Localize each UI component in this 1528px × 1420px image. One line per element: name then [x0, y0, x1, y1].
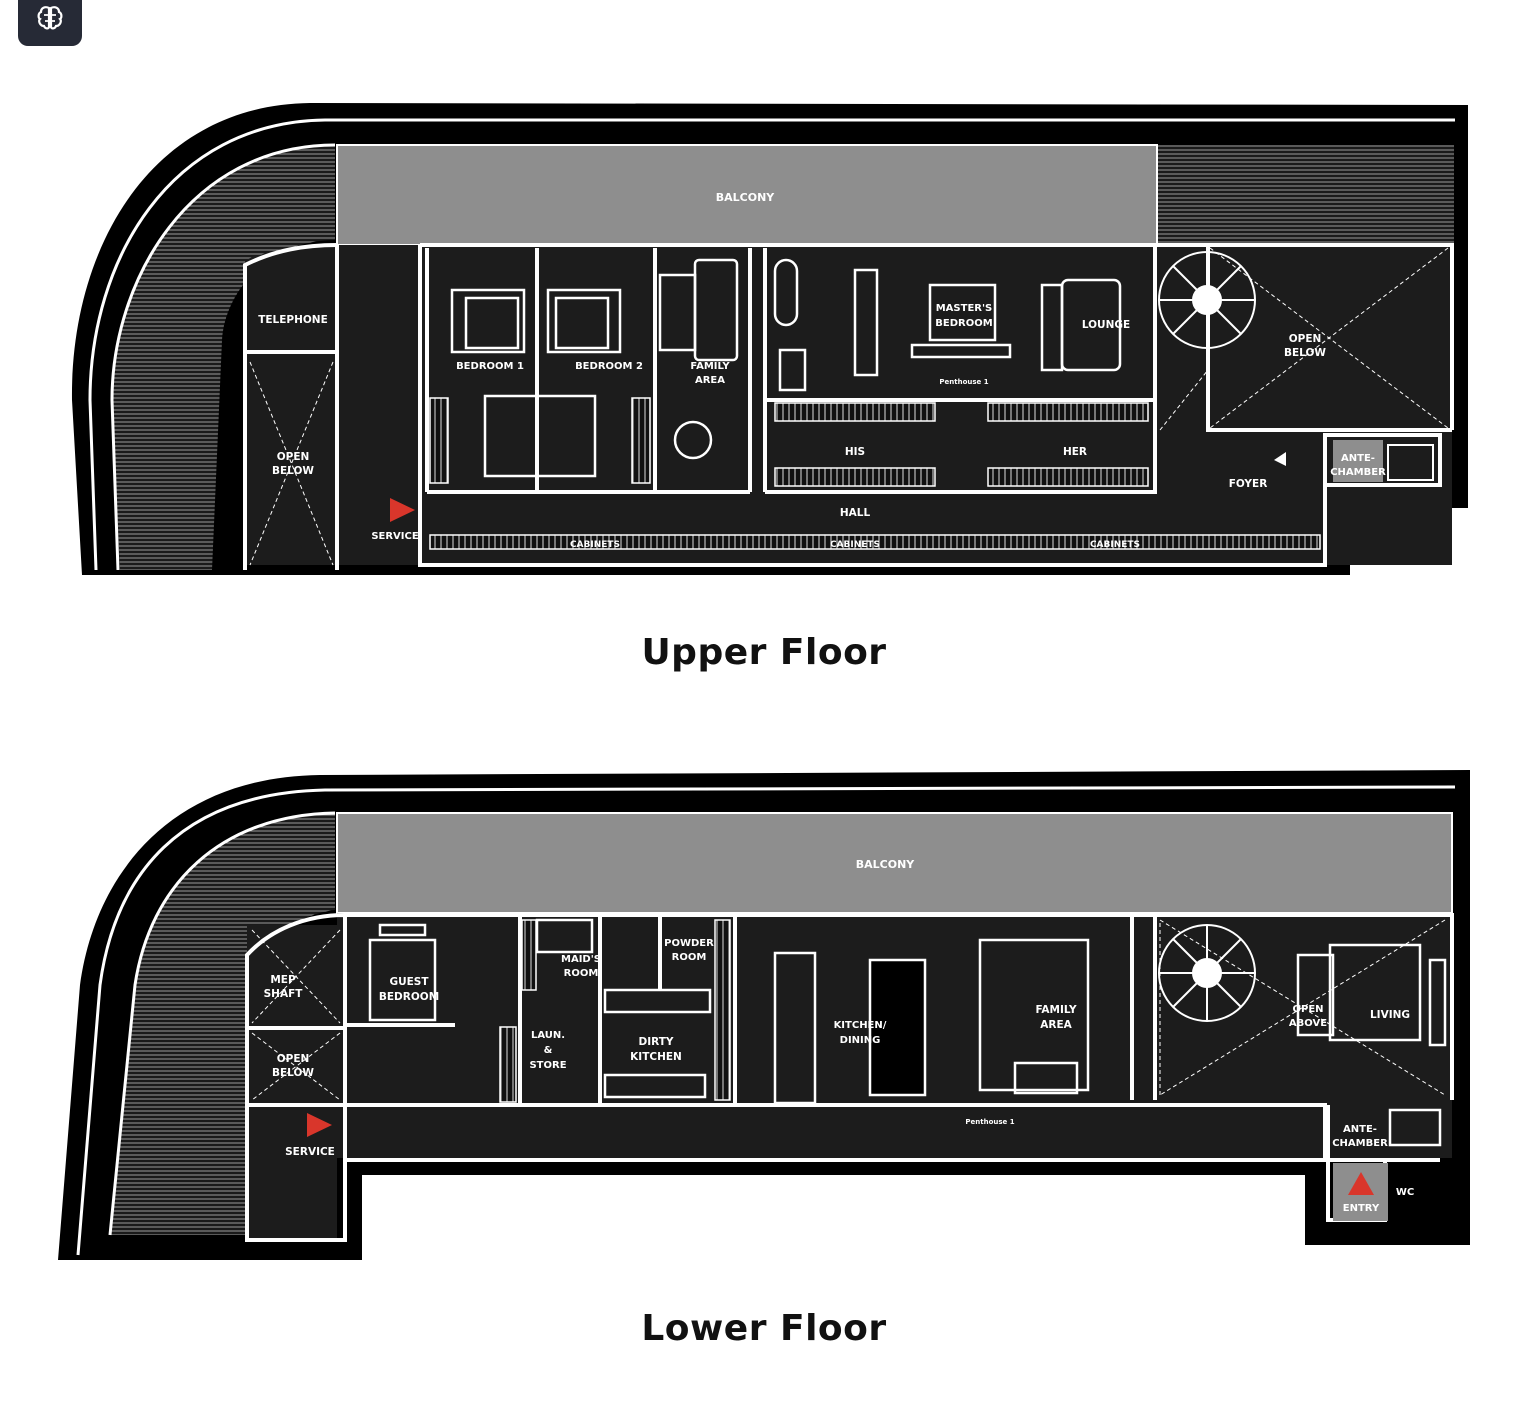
upper-open-below-label-2b: BELOW	[1284, 347, 1326, 359]
upper-his-label: HIS	[845, 446, 865, 458]
lower-open-above-label-2: ABOVE	[1289, 1018, 1327, 1029]
brain-icon	[37, 6, 63, 30]
upper-master-label-1: MASTER'S	[936, 303, 993, 314]
upper-balcony-label: BALCONY	[716, 191, 776, 204]
upper-master-label-2: BEDROOM	[935, 318, 992, 329]
upper-telephone-label: TELEPHONE	[258, 314, 328, 326]
lower-ante-label-2: CHAMBER	[1332, 1138, 1388, 1149]
upper-floor-title: Upper Floor	[641, 632, 887, 673]
upper-family-area-label-1: FAMILY	[690, 361, 730, 372]
lower-mep-label-2: SHAFT	[264, 988, 304, 1000]
lower-dirty-label-1: DIRTY	[638, 1036, 673, 1048]
lower-open-below-label-1: OPEN	[277, 1053, 310, 1065]
upper-floor-plan: BALCONY	[0, 100, 1528, 580]
upper-ante-label-1: ANTE-	[1341, 453, 1375, 464]
upper-open-below-label-2: OPEN	[1289, 333, 1322, 345]
lower-floor-drawing: BALCONY	[58, 770, 1470, 1260]
lower-penthouse-label: Penthouse 1	[965, 1118, 1014, 1126]
upper-open-below-label-1: OPEN	[277, 451, 310, 463]
upper-foyer-label: FOYER	[1229, 478, 1268, 490]
upper-service-label: SERVICE	[371, 531, 419, 542]
upper-cabinets-label-1: CABINETS	[570, 540, 620, 550]
lower-service-label: SERVICE	[285, 1146, 335, 1158]
upper-her-label: HER	[1063, 446, 1087, 458]
upper-cabinets-label-3: CABINETS	[1090, 540, 1140, 550]
lower-service-marker	[307, 1113, 332, 1137]
lower-laun-label-3: STORE	[529, 1060, 566, 1071]
upper-bedroom2-label: BEDROOM 2	[575, 361, 643, 372]
lower-guest-label-2: BEDROOM	[379, 991, 439, 1003]
app-menu-button[interactable]	[18, 0, 82, 46]
lower-balcony-label: BALCONY	[856, 858, 916, 871]
lower-floor-title: Lower Floor	[641, 1308, 887, 1349]
upper-lounge-label: LOUNGE	[1082, 319, 1130, 331]
lower-maids-label-2: ROOM	[564, 968, 599, 979]
lower-open-below-label-1b: BELOW	[272, 1067, 314, 1079]
upper-open-below-label-1b: BELOW	[272, 465, 314, 477]
upper-service-marker	[390, 498, 415, 522]
lower-kitchen-label-2: DINING	[840, 1035, 881, 1046]
lower-laun-label-2: &	[544, 1045, 553, 1056]
upper-family-area-label-2: AREA	[695, 375, 725, 386]
lower-ante-label-1: ANTE-	[1343, 1124, 1377, 1135]
lower-floor-plan: BALCONY	[0, 765, 1528, 1265]
lower-entry-marker	[1348, 1172, 1374, 1195]
lower-dirty-label-2: KITCHEN	[630, 1051, 682, 1063]
lower-powder-label-2: ROOM	[672, 952, 707, 963]
upper-floor-drawing: BALCONY	[71, 103, 1469, 575]
lower-guest-label-1: GUEST	[389, 976, 429, 988]
upper-bedroom1-label: BEDROOM 1	[456, 361, 524, 372]
upper-cabinets-label-2: CABINETS	[830, 540, 880, 550]
lower-living-label: LIVING	[1370, 1009, 1410, 1021]
lower-kitchen-label-1: KITCHEN/	[834, 1020, 887, 1031]
upper-ante-label-2: CHAMBER	[1330, 467, 1386, 478]
upper-foyer-arrow-icon	[1274, 452, 1286, 466]
lower-laun-label-1: LAUN.	[531, 1030, 565, 1041]
lower-entry-label: ENTRY	[1343, 1203, 1380, 1214]
upper-penthouse-label: Penthouse 1	[939, 378, 988, 386]
lower-maids-label-1: MAID'S	[561, 954, 601, 965]
lower-family-label-2: AREA	[1040, 1019, 1072, 1031]
lower-powder-label-1: POWDER	[664, 938, 714, 949]
lower-wc-label: WC	[1396, 1187, 1414, 1198]
lower-open-above-label-1: OPEN	[1292, 1004, 1323, 1015]
lower-family-label-1: FAMILY	[1035, 1004, 1077, 1016]
upper-hall-label: HALL	[840, 507, 871, 519]
lower-mep-label-1: MEP	[270, 974, 296, 986]
